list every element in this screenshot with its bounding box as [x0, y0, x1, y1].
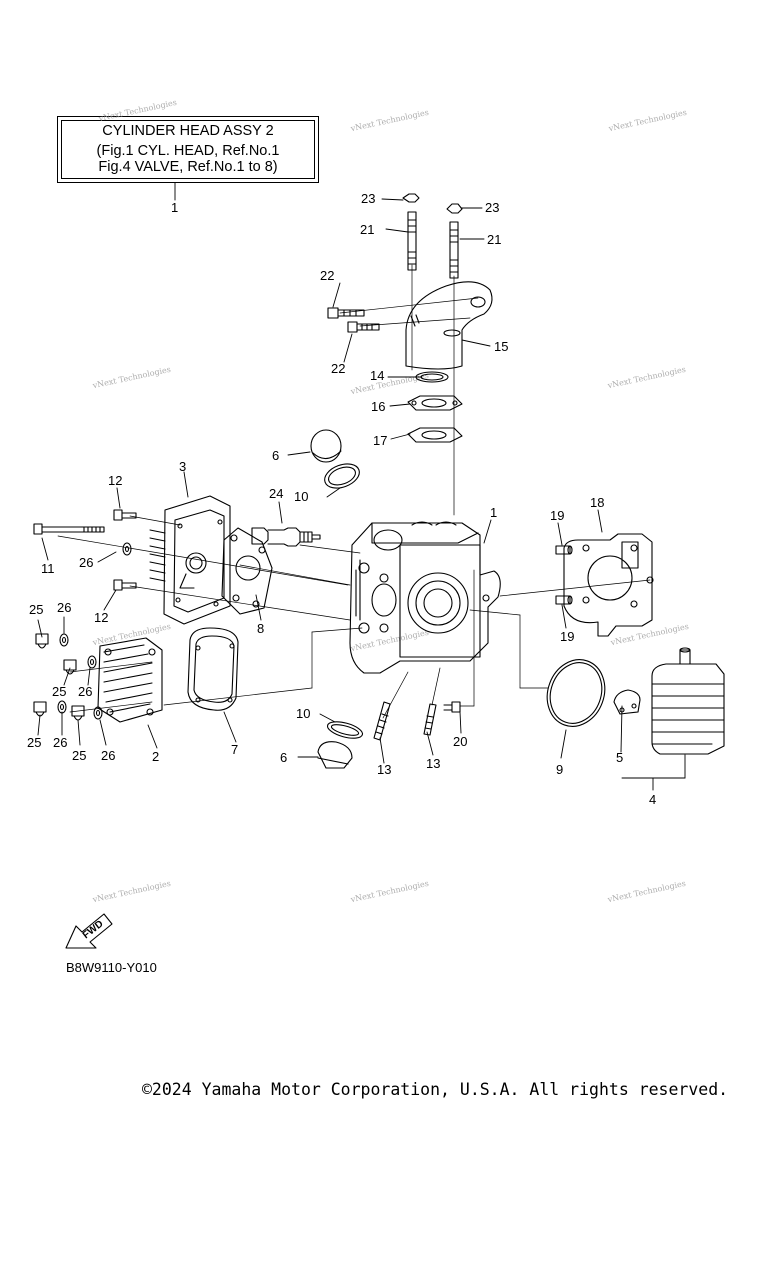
spark-plug-part-24	[251, 527, 321, 547]
o-ring-part-14	[415, 371, 449, 383]
callout-26: 26	[101, 748, 115, 763]
leader-lines	[37, 182, 686, 791]
assembly-title: CYLINDER HEAD ASSY 2	[102, 123, 274, 139]
callout-6: 6	[280, 750, 287, 765]
callout-3: 3	[179, 459, 186, 474]
callout-26: 26	[78, 684, 92, 699]
o-ring-part-10-top-inner	[328, 466, 356, 486]
o-ring-part-10-bottom-inner	[330, 724, 360, 736]
long-bolt-part-11	[33, 523, 105, 535]
callout-1: 1	[490, 505, 497, 520]
callout-23: 23	[485, 200, 499, 215]
callout-15: 15	[494, 339, 508, 354]
callout-26: 26	[57, 600, 71, 615]
bolt-part-20	[443, 701, 461, 713]
callout-10: 10	[296, 706, 310, 721]
forward-arrow-icon: FWD	[65, 913, 113, 949]
callout-2: 2	[152, 749, 159, 764]
callout-25: 25	[72, 748, 86, 763]
small-cover-part-5	[613, 689, 641, 715]
stud-part-13	[373, 701, 437, 741]
cap-part-6-bottom	[317, 741, 353, 769]
callout-1: 1	[171, 200, 178, 215]
insulator-part-16	[407, 395, 463, 411]
callout-22: 22	[331, 361, 345, 376]
stud-part-21	[407, 211, 459, 279]
cover-assy-part-4	[651, 647, 725, 755]
gasket-part-8	[221, 527, 273, 615]
assembly-title-inner-border	[61, 120, 315, 179]
washer-part-26	[57, 633, 103, 720]
gasket-part-7	[187, 627, 239, 711]
callout-13: 13	[377, 762, 391, 777]
callout-21: 21	[487, 232, 501, 247]
callout-14: 14	[370, 368, 384, 383]
callout-21: 21	[360, 222, 374, 237]
dowel-part-19	[555, 545, 573, 605]
callout-26: 26	[79, 555, 93, 570]
cap-part-6-top	[310, 429, 342, 463]
bolt-part-22	[327, 307, 380, 333]
callout-9: 9	[556, 762, 563, 777]
callout-23: 23	[361, 191, 375, 206]
callout-17: 17	[373, 433, 387, 448]
o-ring-part-9	[546, 659, 606, 727]
copyright-notice: ©2024 Yamaha Motor Corporation, U.S.A. A…	[142, 1080, 729, 1099]
callout-11: 11	[41, 561, 55, 576]
callout-25: 25	[29, 602, 43, 617]
nut-part-23	[402, 193, 463, 214]
callout-26: 26	[53, 735, 67, 750]
callout-5: 5	[616, 750, 623, 765]
assembly-ref-line-1: (Fig.1 CYL. HEAD, Ref.No.1	[96, 143, 280, 159]
callout-7: 7	[231, 742, 238, 757]
bolt-part-12	[113, 509, 137, 591]
assembly-title-box: CYLINDER HEAD ASSY 2 (Fig.1 CYL. HEAD, R…	[57, 116, 319, 183]
side-cover-part-2	[97, 637, 163, 723]
cylinder-gasket-part-18	[563, 533, 654, 637]
acorn-nut-part-25	[33, 633, 85, 721]
callout-12: 12	[108, 473, 122, 488]
callout-8: 8	[257, 621, 264, 636]
washer-part-26	[122, 542, 132, 556]
callout-6: 6	[272, 448, 279, 463]
callout-4: 4	[649, 792, 656, 807]
assembly-ref-line-2: Fig.4 VALVE, Ref.No.1 to 8)	[98, 159, 278, 175]
diagram-code: B8W9110-Y010	[66, 960, 157, 975]
cylinder-head-part-1	[349, 521, 501, 674]
callout-labels: 1 23 23 21 21 22 22 15 14 16 17 6 10 24 …	[27, 191, 656, 807]
callout-12: 12	[94, 610, 108, 625]
callout-10: 10	[294, 489, 308, 504]
callout-20: 20	[453, 734, 467, 749]
gasket-part-17	[407, 427, 463, 443]
intake-manifold-part-15	[405, 281, 493, 370]
cover-part-3	[149, 495, 231, 625]
assembly-lines	[57, 264, 651, 719]
o-ring-part-10-top	[324, 463, 360, 489]
callout-19: 19	[560, 629, 574, 644]
callout-13: 13	[426, 756, 440, 771]
o-ring-inner	[420, 373, 444, 381]
callout-18: 18	[590, 495, 604, 510]
callout-19: 19	[550, 508, 564, 523]
callout-25: 25	[27, 735, 41, 750]
callout-24: 24	[269, 486, 283, 501]
callout-16: 16	[371, 399, 385, 414]
callout-25: 25	[52, 684, 66, 699]
callout-22: 22	[320, 268, 334, 283]
o-ring-part-10-bottom	[326, 721, 364, 739]
